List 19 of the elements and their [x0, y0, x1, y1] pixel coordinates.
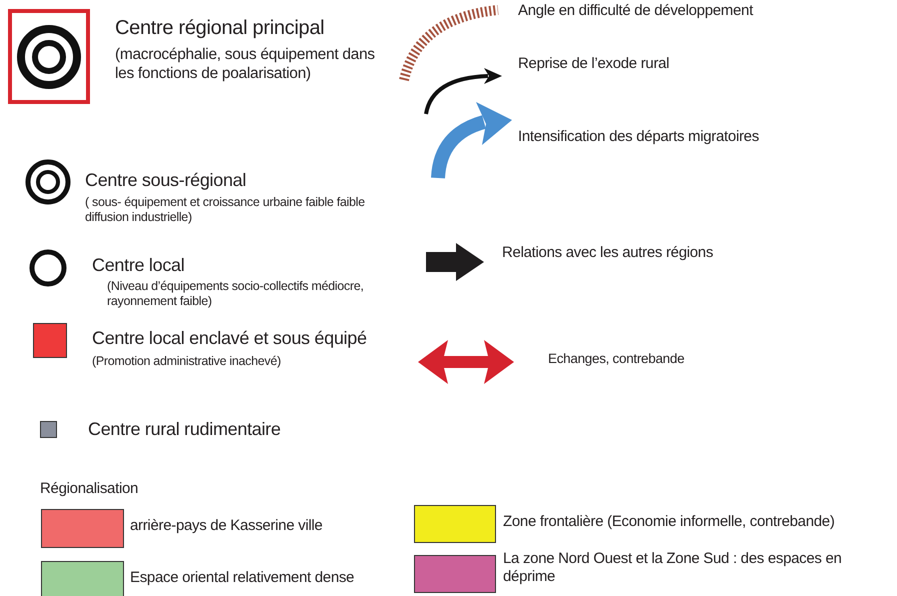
- legend-label: La zone Nord Ouest et la Zone Sud : des espaces en déprime: [503, 550, 843, 586]
- legend-label: Centre rural rudimentaire: [88, 419, 281, 441]
- legend-label: Zone frontalière (Economie informelle, contrebande): [503, 513, 835, 531]
- note-text: ( sous- équipement et croissance urbaine faible faible diffusion industrielle): [85, 195, 366, 225]
- legend-label: Intensification des départs migratoires: [518, 128, 759, 146]
- section-heading: Régionalisation: [40, 480, 138, 498]
- note-text: (macrocéphalie, sous équipement dans les fonctions de poalarisation): [115, 46, 376, 84]
- legend-label: Reprise de l’exode rural: [518, 55, 670, 73]
- legend-label: arrière-pays de Kasserine ville: [130, 517, 322, 535]
- legend-label: Relations avec les autres régions: [502, 244, 714, 262]
- legend-label: Espace oriental relativement dense: [130, 569, 354, 587]
- legend-label: Echanges, contrebande: [548, 351, 684, 368]
- legend-label: Centre local: [92, 255, 184, 277]
- legend-label: Centre sous-régional: [85, 170, 246, 192]
- legend-label: Angle en difficulté de développement: [518, 2, 753, 20]
- legend-label: Centre régional principal: [115, 16, 324, 40]
- legend-label: Centre local enclavé et sous équipé: [92, 328, 367, 350]
- note-text: (Promotion administrative inachevé): [92, 354, 281, 369]
- note-text: (Niveau d’équipements socio-collectifs médiocre, rayonnement faible): [107, 279, 365, 309]
